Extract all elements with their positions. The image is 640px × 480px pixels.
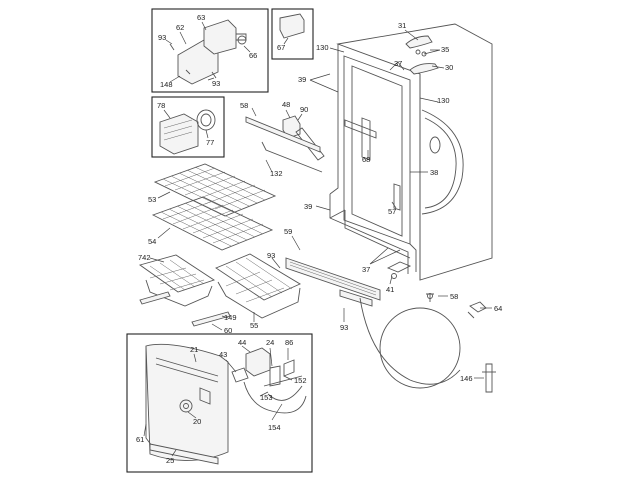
shelf-54 (151, 196, 274, 251)
label-60: 60 (224, 326, 232, 335)
label-153: 153 (260, 393, 273, 402)
label-41: 41 (386, 285, 394, 294)
label-24: 24 (266, 338, 274, 347)
label-37: 37 (394, 59, 402, 68)
label-67: 67 (277, 43, 285, 52)
label-90: 90 (300, 105, 308, 114)
control-panel (145, 343, 307, 465)
inset-box-control-panel (126, 333, 313, 473)
label-68: 68 (362, 155, 370, 164)
rail-58 (245, 116, 321, 153)
label-146: 146 (460, 374, 473, 383)
basket-742 (138, 254, 216, 307)
rail-149 (191, 311, 231, 327)
label-149: 149 (224, 313, 237, 322)
label-39-top: 39 (298, 75, 306, 84)
label-48: 48 (282, 100, 290, 109)
label-20: 20 (193, 417, 201, 426)
label-31: 31 (398, 21, 406, 30)
label-66: 66 (249, 51, 257, 60)
label-93-icemaker-left: 93 (158, 33, 166, 42)
label-58-right: 58 (450, 292, 458, 301)
wire-loop (379, 307, 461, 389)
label-25: 25 (166, 456, 174, 465)
icemaker-assembly (169, 19, 247, 85)
label-54: 54 (148, 237, 156, 246)
label-63: 63 (197, 13, 205, 22)
slide-rail (139, 291, 171, 305)
label-130-top: 130 (316, 43, 329, 52)
label-62: 62 (176, 23, 184, 32)
label-130-right: 130 (437, 96, 450, 105)
small-parts-right (426, 293, 496, 393)
label-35: 35 (441, 45, 449, 54)
label-86: 86 (285, 338, 293, 347)
label-152: 152 (294, 376, 307, 385)
label-93-icemaker-right: 93 (212, 79, 220, 88)
label-57: 57 (388, 207, 396, 216)
part-67 (279, 13, 305, 39)
label-58-rail: 58 (240, 101, 248, 110)
label-55: 55 (250, 321, 258, 330)
label-39-bottom: 39 (304, 202, 312, 211)
label-742: 742 (138, 253, 151, 262)
inset-box-part-67 (271, 8, 314, 60)
sensor-parts (261, 115, 325, 173)
cabinet (285, 23, 493, 307)
label-77: 77 (206, 138, 214, 147)
label-59: 59 (284, 227, 292, 236)
inset-box-icemaker (151, 8, 269, 93)
label-30: 30 (445, 63, 453, 72)
label-93-grille: 93 (267, 251, 275, 260)
label-61: 61 (136, 435, 144, 444)
wire-harness (359, 297, 461, 385)
inset-box-fan (151, 96, 225, 158)
label-154: 154 (268, 423, 281, 432)
shelf-53 (153, 163, 277, 217)
label-93-bottom: 93 (340, 323, 348, 332)
callout-labels: 31 35 30 37 130 130 39 68 38 57 48 90 58… (136, 13, 502, 465)
label-38: 38 (430, 168, 438, 177)
label-37-bottom: 37 (362, 265, 370, 274)
label-148: 148 (160, 80, 173, 89)
label-78: 78 (157, 101, 165, 110)
leader-lines (143, 21, 492, 457)
label-43: 43 (219, 350, 227, 359)
label-132: 132 (270, 169, 283, 178)
label-21: 21 (190, 345, 198, 354)
basket-55 (215, 253, 301, 319)
label-44: 44 (238, 338, 246, 347)
label-53: 53 (148, 195, 156, 204)
label-64: 64 (494, 304, 502, 313)
